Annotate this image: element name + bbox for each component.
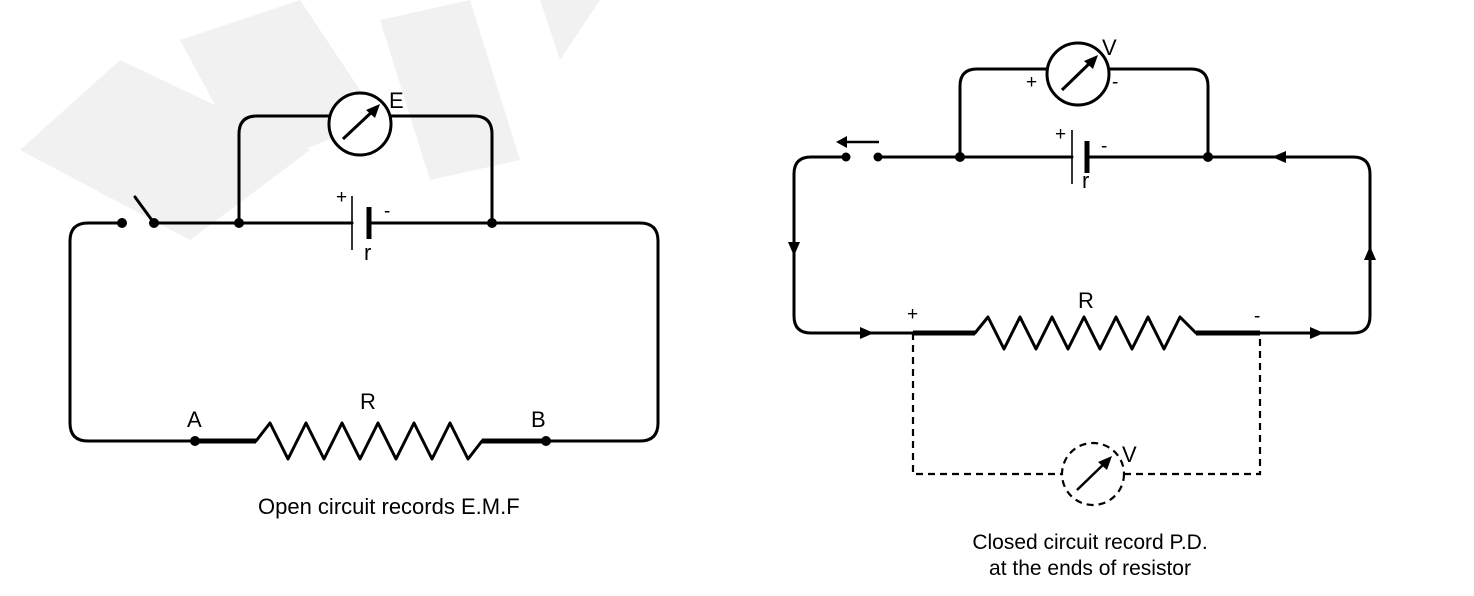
- bottom-meter-label: V: [1122, 442, 1137, 467]
- junction-node: [1203, 152, 1213, 162]
- emf-meter-label: E: [389, 88, 404, 113]
- cell: + - r: [336, 187, 390, 265]
- dashed-voltmeter-wire: [911, 333, 1062, 476]
- cell: + - r: [1055, 124, 1107, 193]
- watermark: [20, 0, 600, 240]
- right-caption-line-2: at the ends of resistor: [989, 557, 1191, 580]
- right-top-wire-right: [1085, 155, 1372, 335]
- dashed-voltmeter-wire-right: [1124, 333, 1262, 476]
- cell-negative-sign: -: [1101, 136, 1107, 157]
- resistor-label: R: [360, 389, 376, 414]
- resistor-negative-sign: -: [1254, 306, 1260, 327]
- switch: [117, 195, 159, 228]
- right-top-left-wire: [792, 155, 915, 335]
- voltmeter-branch-wire-right: [389, 114, 494, 225]
- open-circuit-diagram: + - r E R A B Open circuit records E.M.F: [68, 88, 660, 519]
- emf-voltmeter: E: [327, 88, 404, 157]
- internal-resistance-label: r: [364, 240, 371, 265]
- dashed-voltmeter: V: [1060, 441, 1137, 507]
- resistor-positive-sign: +: [907, 304, 918, 325]
- top-voltmeter-branch-wire-right: [1107, 67, 1210, 159]
- voltmeter-branch-wire: [237, 114, 331, 225]
- point-a-label: A: [187, 407, 202, 432]
- resistor: R + -: [907, 288, 1260, 351]
- junction-node: [234, 218, 244, 228]
- left-caption: Open circuit records E.M.F: [258, 494, 520, 519]
- top-meter-positive-sign: +: [1026, 72, 1037, 93]
- top-meter-label: V: [1102, 35, 1117, 60]
- junction-node: [955, 152, 965, 162]
- switch-contacts: [836, 136, 883, 162]
- resistor: R A B: [187, 389, 551, 461]
- cell-negative-sign: -: [384, 201, 390, 222]
- internal-resistance-label: r: [1082, 168, 1089, 193]
- resistor-label: R: [1078, 288, 1094, 313]
- top-voltmeter: V + -: [1026, 35, 1118, 107]
- junction-node: [487, 218, 497, 228]
- cell-positive-sign: +: [336, 187, 347, 208]
- cell-positive-sign: +: [1055, 124, 1066, 145]
- top-voltmeter-branch-wire: [958, 67, 1049, 159]
- current-arrows: [788, 151, 1376, 339]
- left-loop-wire: [68, 221, 197, 443]
- right-caption-line-1: Closed circuit record P.D.: [972, 531, 1207, 554]
- top-meter-negative-sign: -: [1112, 72, 1118, 93]
- closed-circuit-diagram: + - r V + - R + -: [788, 35, 1376, 580]
- left-top-wire-right: [367, 221, 660, 443]
- point-b-label: B: [531, 407, 546, 432]
